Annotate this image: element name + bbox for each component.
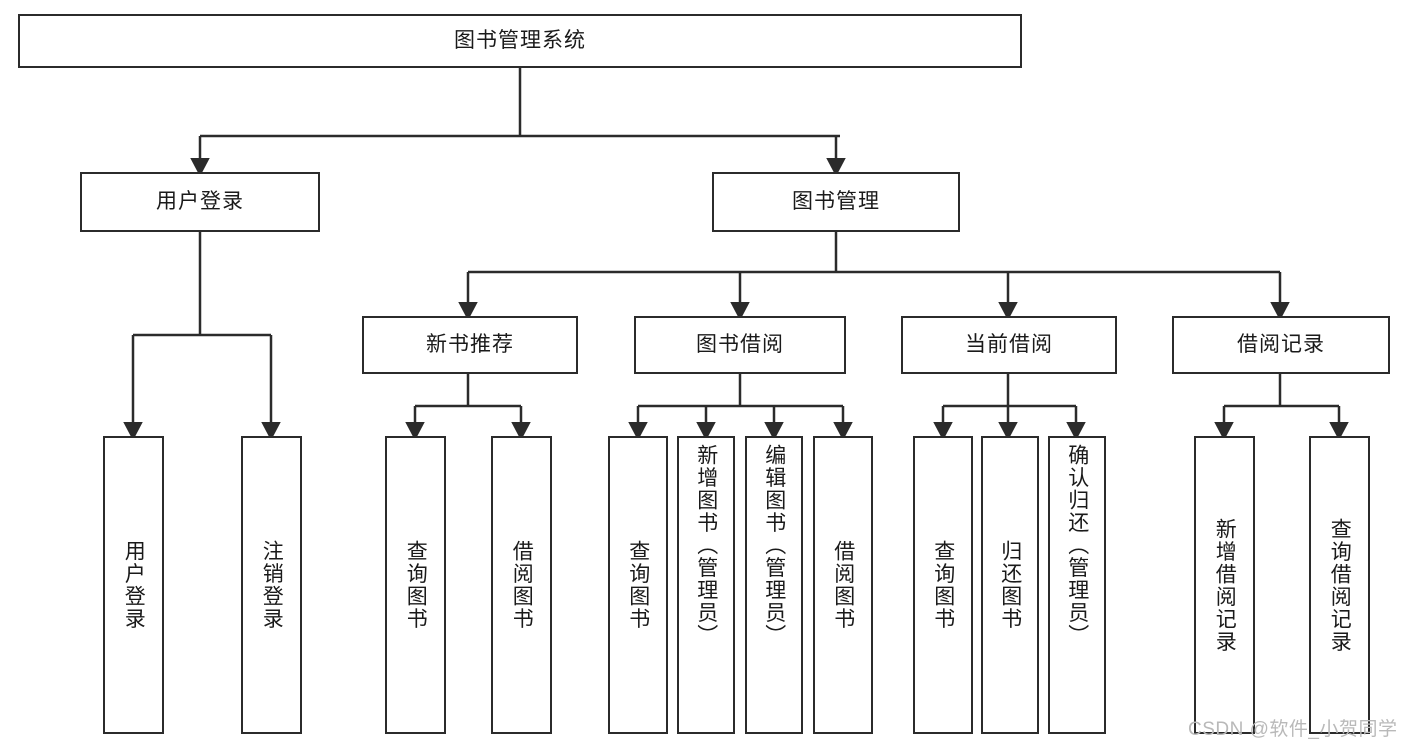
leaf-add-record-label: 新增借阅记录 (1213, 517, 1237, 653)
leaf-confirm-return[interactable]: 确认归还（管理员） (1048, 436, 1106, 734)
leaf-query-book-3-label: 查询图书 (931, 540, 955, 630)
leaf-return-book[interactable]: 归还图书 (981, 436, 1039, 734)
leaf-query-book-1-label: 查询图书 (404, 540, 428, 630)
leaf-query-record[interactable]: 查询借阅记录 (1309, 436, 1370, 734)
node-user-login[interactable]: 用户登录 (80, 172, 320, 232)
leaf-edit-book[interactable]: 编辑图书（管理员） (745, 436, 803, 734)
leaf-user-login-label: 用户登录 (122, 540, 146, 630)
leaf-user-logout-label: 注销登录 (260, 540, 284, 630)
node-current-borrow[interactable]: 当前借阅 (901, 316, 1117, 374)
leaf-confirm-return-label: 确认归还（管理员） (1065, 444, 1089, 647)
watermark-text: CSDN @软件_小贺同学 (1188, 719, 1398, 740)
node-current-borrow-label: 当前借阅 (965, 333, 1053, 357)
node-book-borrow-label: 图书借阅 (696, 333, 784, 357)
node-borrow-record[interactable]: 借阅记录 (1172, 316, 1390, 374)
leaf-return-book-label: 归还图书 (998, 540, 1022, 630)
node-root[interactable]: 图书管理系统 (18, 14, 1022, 68)
node-new-book-recommend[interactable]: 新书推荐 (362, 316, 578, 374)
leaf-add-book-label: 新增图书（管理员） (694, 444, 718, 647)
leaf-edit-book-label: 编辑图书（管理员） (762, 444, 786, 647)
node-borrow-record-label: 借阅记录 (1237, 333, 1325, 357)
leaf-borrow-book-1[interactable]: 借阅图书 (491, 436, 552, 734)
leaf-query-book-2[interactable]: 查询图书 (608, 436, 668, 734)
node-root-label: 图书管理系统 (454, 29, 586, 53)
leaf-query-record-label: 查询借阅记录 (1328, 517, 1352, 653)
node-new-book-recommend-label: 新书推荐 (426, 333, 514, 357)
leaf-borrow-book-2-label: 借阅图书 (831, 540, 855, 630)
leaf-query-book-2-label: 查询图书 (626, 540, 650, 630)
leaf-user-logout[interactable]: 注销登录 (241, 436, 302, 734)
leaf-borrow-book-1-label: 借阅图书 (510, 540, 534, 630)
node-user-login-label: 用户登录 (156, 190, 244, 214)
leaf-query-book-1[interactable]: 查询图书 (385, 436, 446, 734)
leaf-user-login[interactable]: 用户登录 (103, 436, 164, 734)
leaf-query-book-3[interactable]: 查询图书 (913, 436, 973, 734)
leaf-add-book[interactable]: 新增图书（管理员） (677, 436, 735, 734)
node-book-management[interactable]: 图书管理 (712, 172, 960, 232)
leaf-add-record[interactable]: 新增借阅记录 (1194, 436, 1255, 734)
node-book-management-label: 图书管理 (792, 190, 880, 214)
leaf-borrow-book-2[interactable]: 借阅图书 (813, 436, 873, 734)
node-book-borrow[interactable]: 图书借阅 (634, 316, 846, 374)
